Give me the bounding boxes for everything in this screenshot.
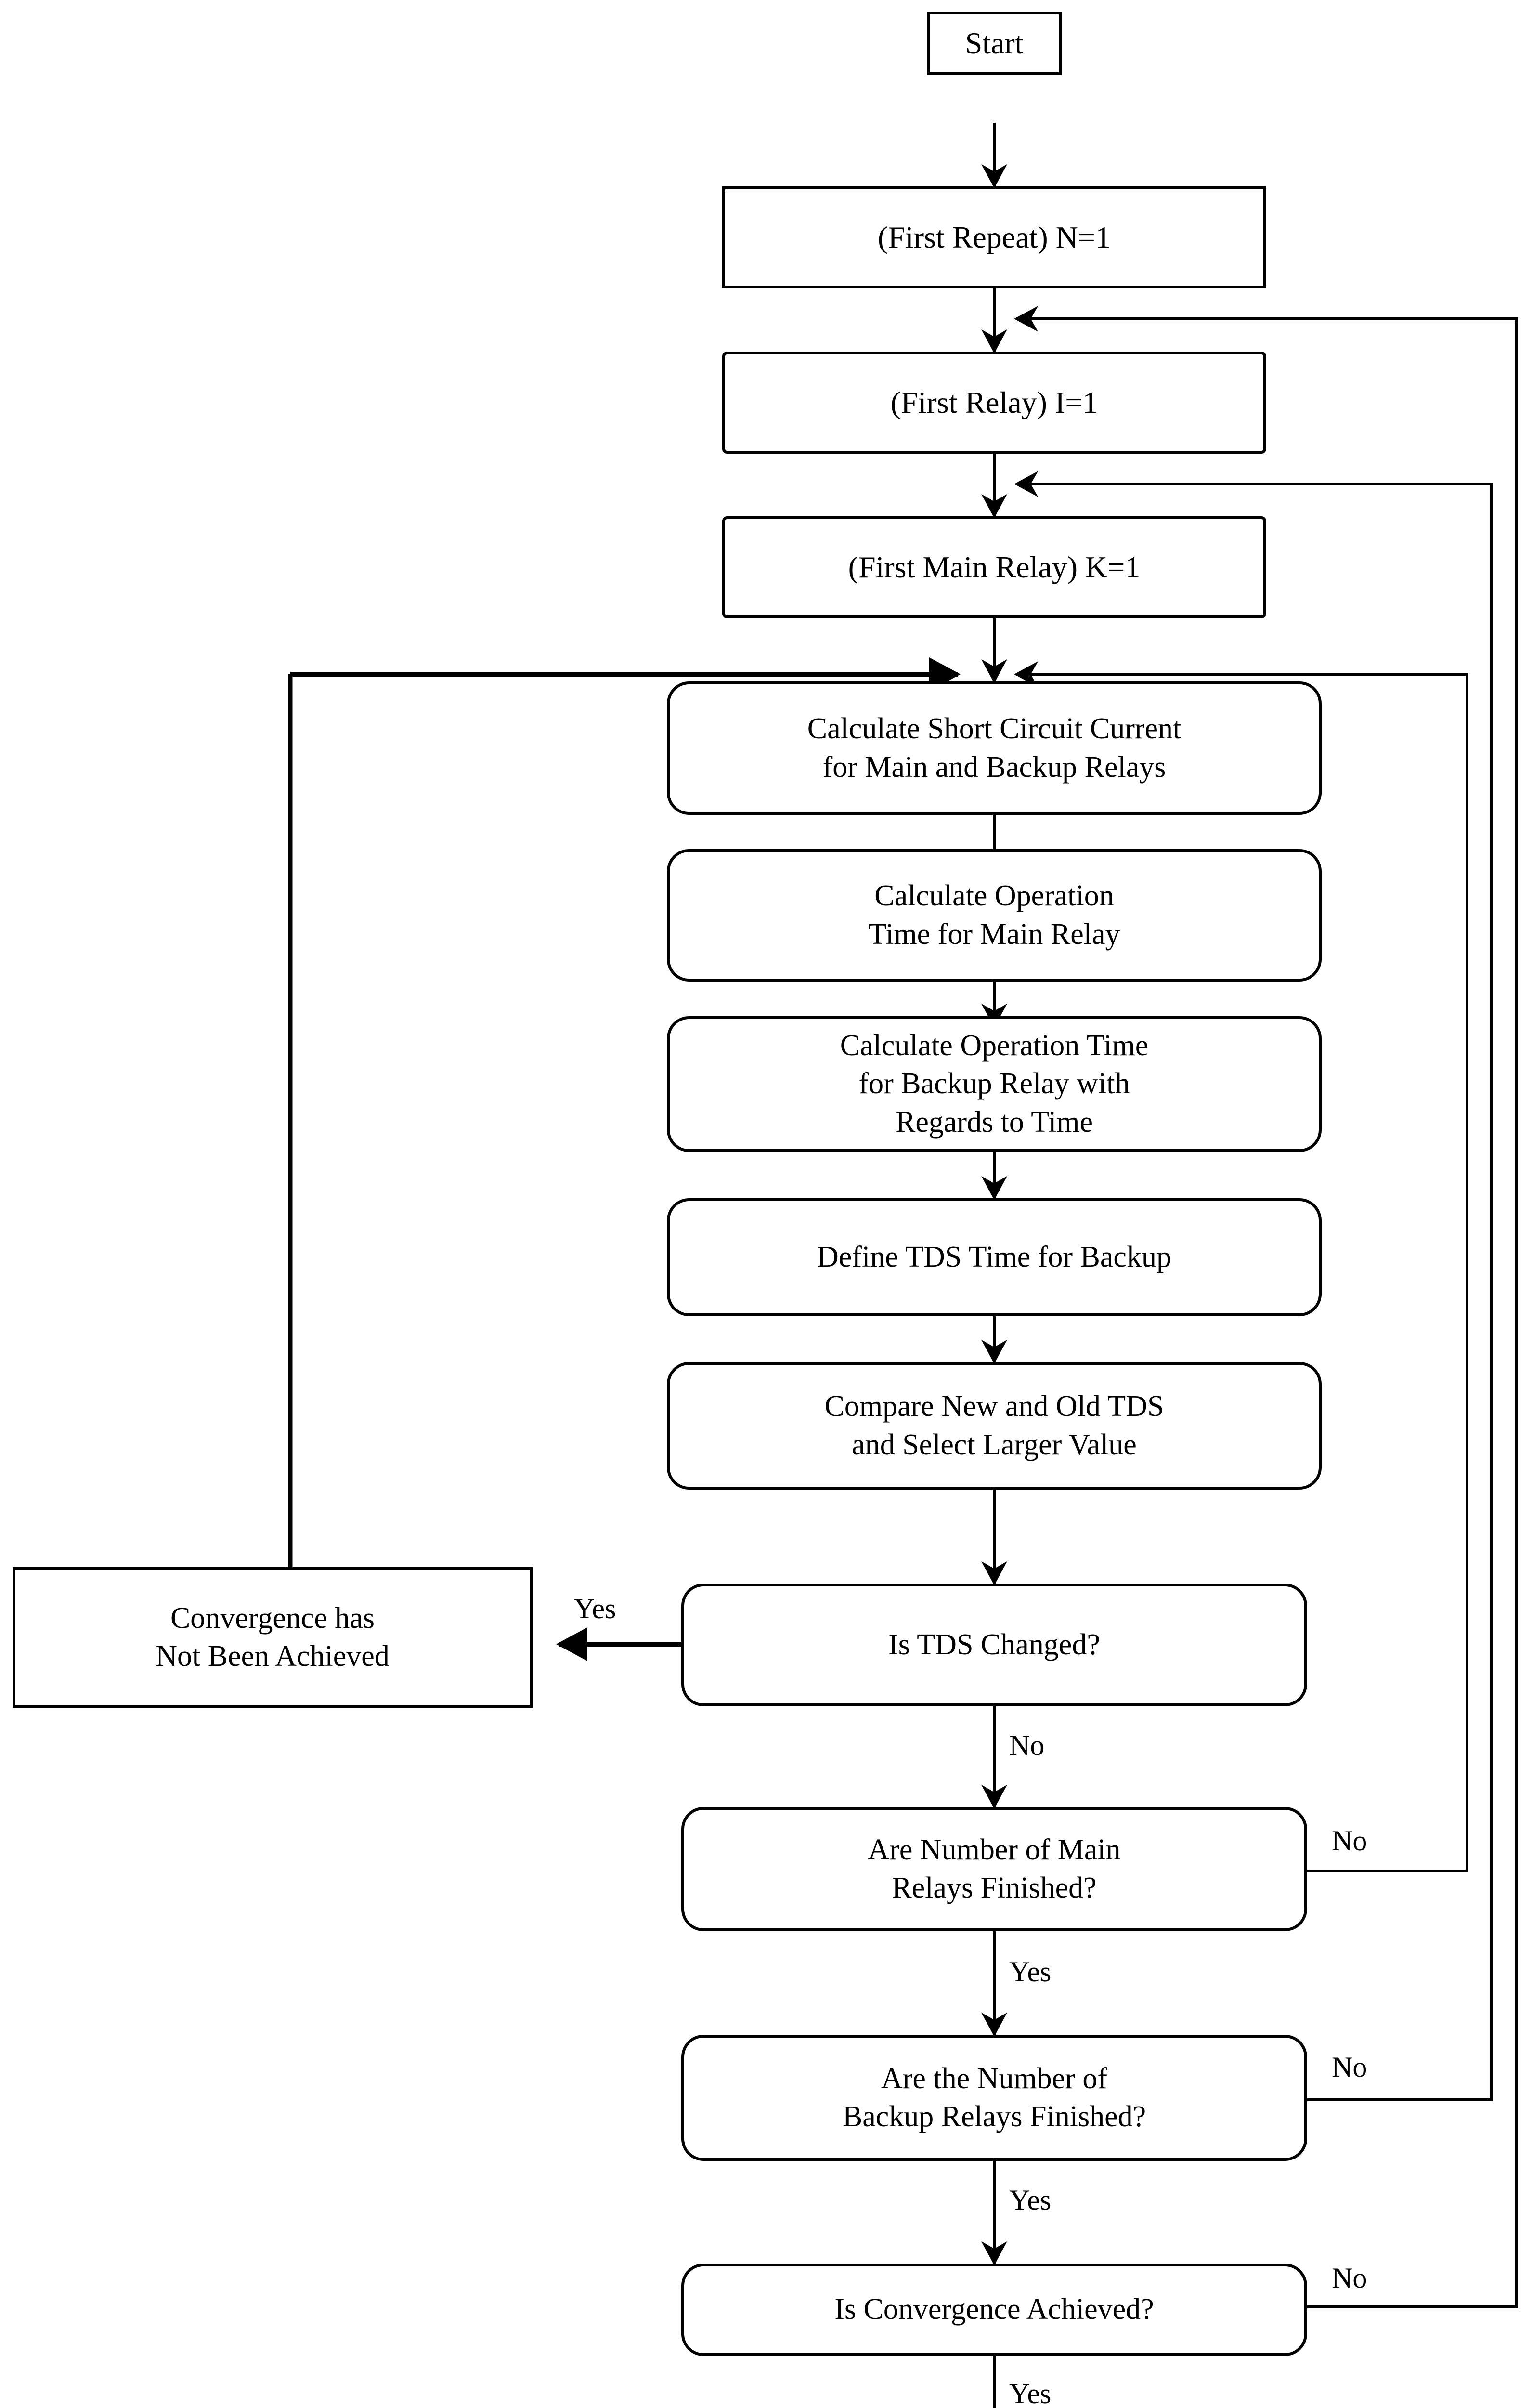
edge-label-backup-relays-yes: Yes (1009, 2184, 1052, 2216)
node-first-main-relay[interactable]: (First Main Relay) K=1 (722, 516, 1266, 618)
edge-label-main-relays-yes: Yes (1009, 1956, 1052, 1988)
edge-label-main-relays-no: No (1332, 1825, 1367, 1857)
node-first-main-relay-label: (First Main Relay) K=1 (848, 550, 1141, 585)
node-first-relay-label: (First Relay) I=1 (890, 385, 1098, 420)
node-compare-tds[interactable]: Compare New and Old TDS and Select Large… (667, 1362, 1322, 1490)
node-backup-relays-finished[interactable]: Are the Number of Backup Relays Finished… (681, 2035, 1307, 2161)
edge-label-converged-yes: Yes (1009, 2378, 1052, 2408)
node-backup-relays-finished-label: Are the Number of Backup Relays Finished… (842, 2062, 1146, 2133)
node-compare-tds-label: Compare New and Old TDS and Select Large… (824, 1390, 1164, 1461)
node-calculate-operation-time-backup[interactable]: Calculate Operation Time for Backup Rela… (667, 1016, 1322, 1152)
edge-label-tds-changed-no: No (1009, 1729, 1045, 1761)
node-first-repeat[interactable]: (First Repeat) N=1 (722, 186, 1266, 288)
node-define-tds[interactable]: Define TDS Time for Backup (667, 1198, 1322, 1316)
node-is-tds-changed-label: Is TDS Changed? (888, 1628, 1100, 1661)
edge-label-converged-no: No (1332, 2262, 1367, 2294)
node-convergence-not-achieved-label: Convergence has Not Been Achieved (156, 1601, 390, 1673)
node-first-repeat-label: (First Repeat) N=1 (878, 220, 1111, 255)
node-calculate-operation-time-main[interactable]: Calculate Operation Time for Main Relay (667, 849, 1322, 982)
node-start[interactable]: Start (927, 12, 1062, 75)
edge-label-tds-changed-yes: Yes (574, 1593, 616, 1624)
node-is-tds-changed[interactable]: Is TDS Changed? (681, 1584, 1307, 1706)
edge-label-backup-relays-no: No (1332, 2051, 1367, 2083)
node-is-convergence-achieved[interactable]: Is Convergence Achieved? (681, 2264, 1307, 2356)
node-convergence-not-achieved[interactable]: Convergence has Not Been Achieved (13, 1567, 533, 1708)
node-is-convergence-achieved-label: Is Convergence Achieved? (834, 2293, 1154, 2326)
node-start-label: Start (965, 26, 1024, 61)
node-calculate-short-circuit-label: Calculate Short Circuit Current for Main… (807, 712, 1182, 784)
node-calculate-short-circuit[interactable]: Calculate Short Circuit Current for Main… (667, 681, 1322, 815)
node-first-relay[interactable]: (First Relay) I=1 (722, 352, 1266, 454)
node-calculate-operation-time-main-label: Calculate Operation Time for Main Relay (868, 879, 1120, 951)
node-main-relays-finished[interactable]: Are Number of Main Relays Finished? (681, 1807, 1307, 1931)
node-calculate-operation-time-backup-label: Calculate Operation Time for Backup Rela… (840, 1029, 1149, 1139)
node-main-relays-finished-label: Are Number of Main Relays Finished? (868, 1833, 1121, 1904)
node-define-tds-label: Define TDS Time for Backup (817, 1240, 1171, 1273)
